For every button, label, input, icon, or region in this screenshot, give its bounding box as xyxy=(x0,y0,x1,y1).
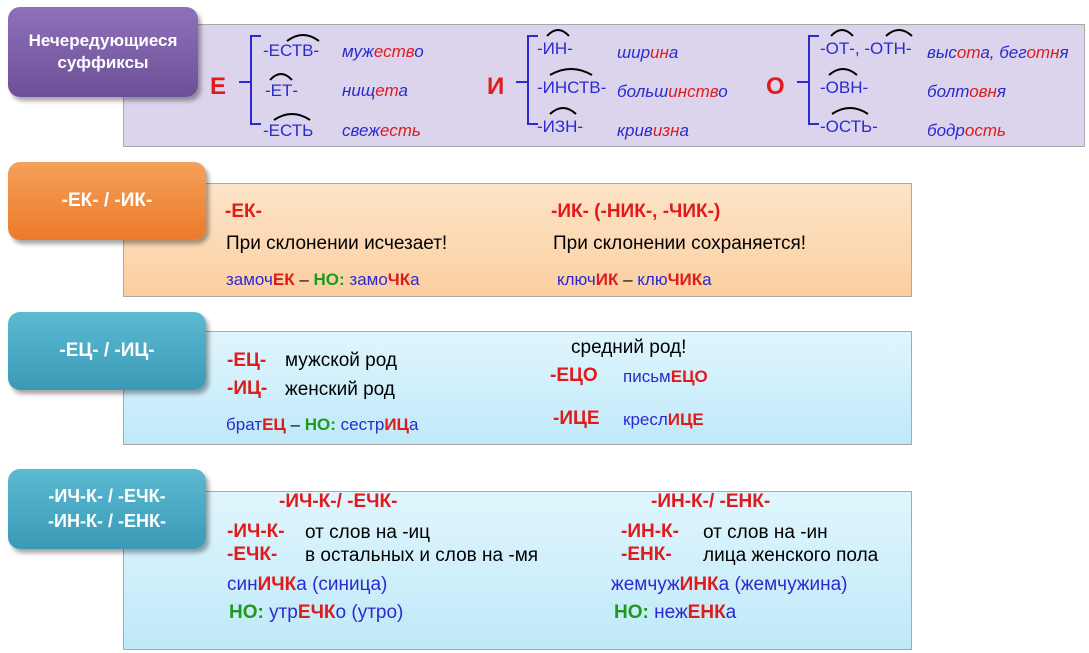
ink-description: от слов на -ин xyxy=(703,522,828,543)
tab-nonalternating: Нечередующиеся суффиксы xyxy=(8,7,198,97)
eco-suffix: -ЕЦО xyxy=(550,365,598,386)
ink-enk-heading: -ИН-К-/ -ЕНК- xyxy=(651,491,771,512)
suffix-i-1: -ИН- xyxy=(537,39,573,58)
tab-nonalternating-line1: Нечередующиеся xyxy=(28,31,178,50)
tab-ichk-line1: -ИЧ-К- / -ЕЧК- xyxy=(48,486,166,506)
arc-i-2-icon xyxy=(549,68,593,76)
example-i-1: ширина xyxy=(617,43,679,62)
group-letter-i: И xyxy=(487,73,505,100)
suffix-i-3: -ИЗН- xyxy=(537,117,584,136)
arc-o-2-icon xyxy=(885,29,913,37)
arc-i-3-icon xyxy=(549,107,577,115)
example-o-2: болтовня xyxy=(927,82,1006,101)
tab-nonalternating-line2: суффиксы xyxy=(57,53,149,72)
ek-rule: При склонении исчезает! xyxy=(226,233,448,254)
enk-suffix: -ЕНК- xyxy=(621,544,672,565)
brace-i-icon xyxy=(516,35,538,125)
ik-heading: -ИК- (-НИК-, -ЧИК-) xyxy=(551,201,721,222)
arc-i-1-icon xyxy=(546,29,570,37)
tab-ichk-ink: -ИЧ-К- / -ЕЧК- -ИН-К- / -ЕНК- xyxy=(8,469,206,549)
tab-ichk-line2: -ИН-К- / -ЕНК- xyxy=(48,511,166,531)
ichk-echk-heading: -ИЧ-К-/ -ЕЧК- xyxy=(279,491,398,512)
suffix-o-1: -ОТ-, -ОТН- xyxy=(820,39,912,58)
neuter-note: средний род! xyxy=(571,337,687,358)
suffix-e-3: -ЕСТЬ xyxy=(263,121,314,140)
echk-suffix: -ЕЧК- xyxy=(227,544,278,565)
suffix-e-1: -ЕСТВ- xyxy=(263,41,320,60)
brace-e-icon xyxy=(239,35,261,125)
ec-ic-example: братЕЦ – НО: сестрИЦа xyxy=(226,415,419,434)
arc-e-2-icon xyxy=(269,73,293,81)
ink-example: жемчужИНКа (жемчужина) xyxy=(611,574,848,595)
example-e-1: мужество xyxy=(342,42,424,61)
ec-description: мужской род xyxy=(285,350,397,371)
example-e-2: нищета xyxy=(342,81,408,100)
example-e-3: свежесть xyxy=(342,121,421,140)
panel-ek-ik xyxy=(123,183,912,297)
panel-ichk-ink xyxy=(123,491,912,650)
suffix-i-2: -ИНСТВ- xyxy=(537,78,607,97)
enk-description: лица женского пола xyxy=(703,545,879,566)
eco-example: письмЕЦО xyxy=(623,367,708,386)
echk-description: в остальных и слов на -мя xyxy=(305,545,539,566)
ichk-suffix: -ИЧ-К- xyxy=(227,521,285,542)
arc-o-3-icon xyxy=(828,68,858,76)
example-i-2: большинство xyxy=(617,82,728,101)
suffix-o-3: -ОСТЬ- xyxy=(820,117,878,136)
ik-example: ключИК – клюЧИКа xyxy=(557,270,712,289)
arc-o-4-icon xyxy=(831,107,869,115)
arc-o-1-icon xyxy=(830,29,854,37)
arc-e-1-icon xyxy=(286,34,320,42)
panel-nonalternating xyxy=(123,24,1085,147)
enk-example: НО: нежЕНКа xyxy=(614,602,737,623)
suffix-o-2: -ОВН- xyxy=(820,78,869,97)
ek-example: замочЕК – НО: замоЧКа xyxy=(226,270,420,289)
group-letter-o: О xyxy=(766,73,785,100)
ic-description: женский род xyxy=(285,379,395,400)
brace-o-icon xyxy=(797,35,819,125)
ice-suffix: -ИЦЕ xyxy=(553,408,600,429)
group-letter-e: Е xyxy=(210,73,227,100)
ice-example: креслИЦЕ xyxy=(623,410,704,429)
ic-suffix: -ИЦ- xyxy=(227,378,268,399)
echk-example: НО: утрЕЧКо (утро) xyxy=(229,602,404,623)
ek-heading: -ЕК- xyxy=(225,201,262,222)
example-i-3: кривизна xyxy=(617,121,689,140)
arc-e-3-icon xyxy=(273,113,311,121)
ik-rule: При склонении сохраняется! xyxy=(553,233,807,254)
ichk-description: от слов на -иц xyxy=(305,522,431,543)
ink-suffix: -ИН-К- xyxy=(621,521,679,542)
panel-ec-ic xyxy=(123,331,912,445)
example-o-3: бодрость xyxy=(927,121,1006,140)
tab-ek-ik: -ЕК- / -ИК- xyxy=(8,162,206,240)
tab-ec-ic: -ЕЦ- / -ИЦ- xyxy=(8,312,206,390)
ichk-example: синИЧКа (синица) xyxy=(227,574,388,595)
ec-suffix: -ЕЦ- xyxy=(227,350,267,371)
example-o-1: высота, беготня xyxy=(927,43,1069,62)
suffix-e-2: -ЕТ- xyxy=(265,81,299,100)
